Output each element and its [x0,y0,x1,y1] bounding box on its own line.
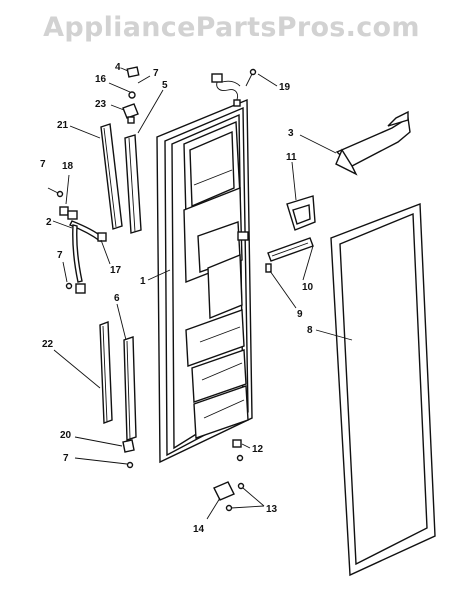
bottom-hinge-20 [122,439,135,453]
trim-strip-22 [99,321,113,424]
watermark: AppliancePartsPros.com [43,12,420,43]
callout-14: 14 [193,524,205,535]
callout-22: 22 [42,339,54,350]
screw-7a [56,190,64,198]
callout-16: 16 [95,74,107,85]
callout-8: 8 [307,325,313,336]
ice-chute-11 [286,195,316,231]
wire-harness-19 [211,73,241,107]
screw-13b [225,504,233,512]
callout-17: 17 [110,265,122,276]
trim-strip-6 [123,336,137,441]
label-part-4 [126,66,140,78]
callout-10: 10 [302,282,314,293]
hinge-14 [213,481,235,501]
callout-13: 13 [266,504,278,515]
callout-7-upper: 7 [153,68,159,79]
callout-11: 11 [286,152,297,163]
callout-4: 4 [115,62,121,73]
callout-5: 5 [162,80,168,91]
callout-7-bottom: 7 [63,453,69,464]
callout-18: 18 [62,161,74,172]
bottom-hinge-12 [232,439,244,462]
door-bin-3 [335,110,411,176]
screw-16 [128,91,136,99]
callout-19: 19 [279,82,291,93]
callout-7-left: 7 [40,159,46,170]
leader-lines [52,67,353,520]
trim-strip-21 [100,123,123,230]
door-assembly-1 [156,98,253,464]
screw-19 [249,68,257,76]
callout-3: 3 [288,128,294,139]
callout-12: 12 [252,444,264,455]
trim-piece-10 [267,237,314,262]
callout-7-middle: 7 [57,250,63,261]
screw-7c [126,461,134,469]
trim-strip-5 [124,134,142,234]
callout-21: 21 [57,120,69,131]
handle-assembly-2 [59,206,107,294]
callout-labels: 1 2 3 4 5 6 7 7 7 7 8 9 10 11 12 13 14 1… [40,62,314,535]
screw-13a [237,482,245,490]
callout-2: 2 [46,217,52,228]
callout-1: 1 [140,276,146,287]
door-gasket-8 [330,203,436,577]
callout-23: 23 [95,99,107,110]
callout-9: 9 [297,309,303,320]
callout-20: 20 [60,430,72,441]
clip-9 [265,263,272,273]
screw-7b [65,282,73,290]
hinge-bracket-23 [122,103,139,124]
callout-6: 6 [114,293,120,304]
